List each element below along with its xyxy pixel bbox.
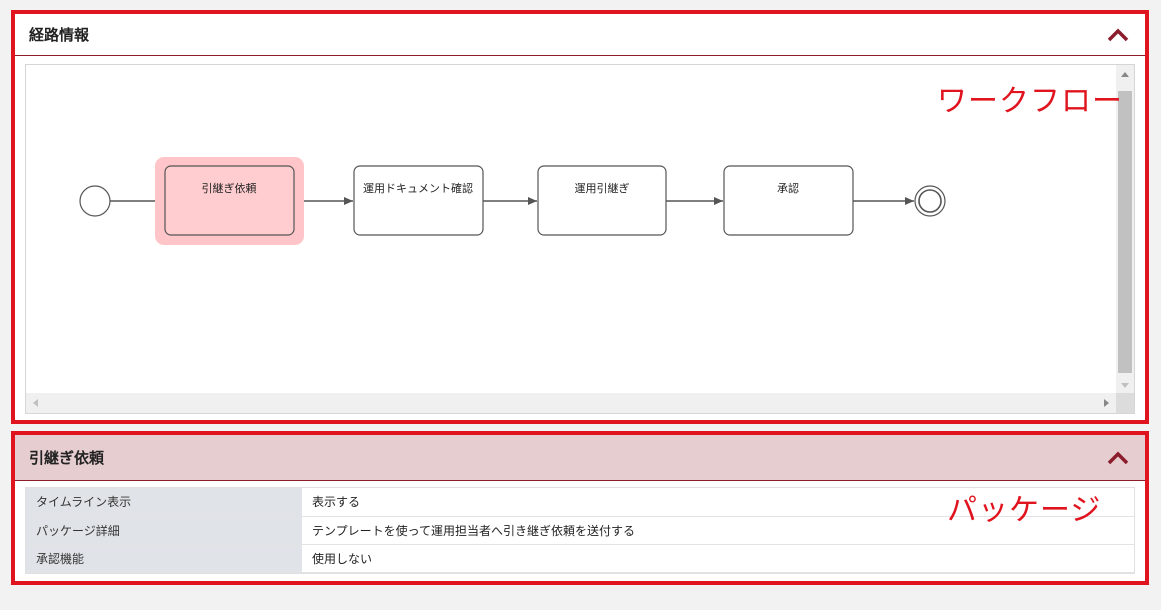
workflow-task-box <box>353 165 484 236</box>
package-annotation-label: パッケージ <box>947 493 1102 528</box>
property-key: 承認機能 <box>26 544 302 573</box>
table-row: パッケージ詳細 テンプレートを使って運用担当者へ引き継ぎ依頼を送付する <box>26 516 1134 545</box>
property-value: 表示する <box>302 488 1134 517</box>
workflow-task-label: 運用ドキュメント確認 <box>363 181 473 195</box>
scroll-left-arrow-icon[interactable] <box>33 399 38 407</box>
package-collapse-button[interactable] <box>1105 447 1131 469</box>
workflow-task-2[interactable]: 運用ドキュメント確認 <box>353 165 484 236</box>
workflow-task-box <box>164 165 295 236</box>
property-value: 使用しない <box>302 544 1134 573</box>
package-panel: 引継ぎ依頼 タイムライン表示 表示する パッケージ詳細 テンプレートを使って運用… <box>15 435 1145 581</box>
route-info-title: 経路情報 <box>29 26 90 44</box>
workflow-canvas: 引継ぎ依頼 運用ドキュメント確認 運用引継ぎ 承認 <box>25 64 1135 414</box>
table-row: 承認機能 使用しない <box>26 544 1134 573</box>
package-properties-table: タイムライン表示 表示する パッケージ詳細 テンプレートを使って運用担当者へ引き… <box>26 488 1134 573</box>
route-info-collapse-button[interactable] <box>1105 24 1131 46</box>
workflow-task-1[interactable]: 引継ぎ依頼 <box>155 157 304 245</box>
workflow-start-event[interactable] <box>79 185 111 217</box>
route-info-panel: 経路情報 引継ぎ依頼 <box>15 14 1145 420</box>
package-properties: タイムライン表示 表示する パッケージ詳細 テンプレートを使って運用担当者へ引き… <box>25 487 1135 574</box>
scrollbar-corner <box>1116 393 1134 413</box>
scroll-up-arrow-icon[interactable] <box>1121 72 1129 77</box>
workflow-task-3[interactable]: 運用引継ぎ <box>537 165 667 236</box>
property-value: テンプレートを使って運用担当者へ引き継ぎ依頼を送付する <box>302 516 1134 545</box>
property-key: タイムライン表示 <box>26 488 302 517</box>
workflow-diagram: 引継ぎ依頼 運用ドキュメント確認 運用引継ぎ 承認 <box>79 157 946 245</box>
scroll-down-arrow-icon[interactable] <box>1121 383 1129 388</box>
chevron-up-icon <box>1107 451 1129 464</box>
scrollbar-thumb[interactable] <box>1118 91 1132 373</box>
workflow-annotation-label: ワークフロー <box>937 84 1123 119</box>
workflow-task-box <box>537 165 667 236</box>
workflow-task-label: 承認 <box>777 181 799 195</box>
package-title: 引継ぎ依頼 <box>29 449 105 467</box>
workflow-task-4[interactable]: 承認 <box>723 165 854 236</box>
property-key: パッケージ詳細 <box>26 516 302 545</box>
route-info-header: 経路情報 <box>15 14 1145 56</box>
workflow-task-box <box>723 165 854 236</box>
scroll-right-arrow-icon[interactable] <box>1104 399 1109 407</box>
workflow-task-label: 運用引継ぎ <box>575 181 630 195</box>
workflow-task-label: 引継ぎ依頼 <box>202 181 257 195</box>
vertical-scrollbar[interactable] <box>1116 65 1134 395</box>
table-row: タイムライン表示 表示する <box>26 488 1134 517</box>
horizontal-scrollbar[interactable] <box>26 393 1116 413</box>
chevron-up-icon <box>1107 28 1129 41</box>
package-header: 引継ぎ依頼 <box>15 435 1145 481</box>
workflow-end-event[interactable] <box>914 185 946 217</box>
